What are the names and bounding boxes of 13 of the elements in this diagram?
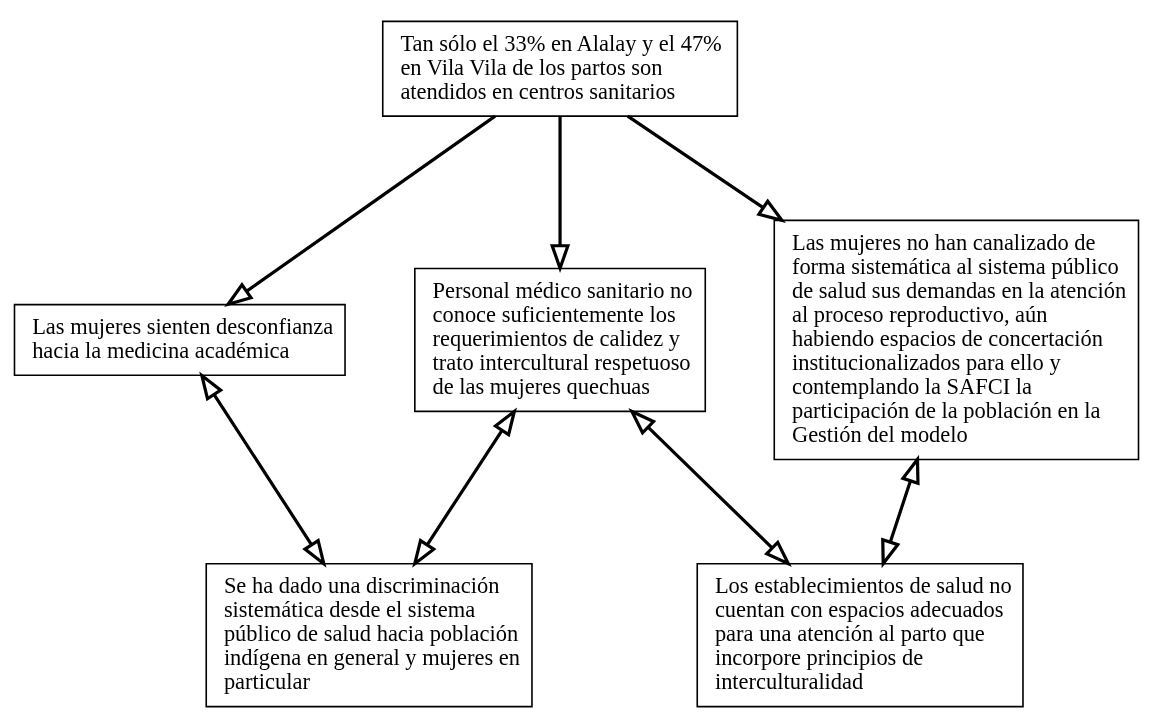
node-box: Las mujeres sienten desconfianza hacia la medicina académica	[13, 303, 346, 376]
arrow	[412, 406, 517, 568]
arrow	[199, 371, 327, 568]
arrow	[549, 115, 571, 273]
node-box: Se ha dado una discriminación sistemática desde el sistema público de salud hacia población indígena en general y mujeres en particular	[205, 562, 533, 707]
arrow	[628, 407, 792, 567]
node-box: Tan sólo el 33% en Alalay y el 47% en Vila Vila de los partos son atendidos en centros sanitarios	[381, 20, 739, 117]
node-box: Las mujeres no han canalizado de forma sistemática al sistema público de salud sus demandas en la atención al proceso reproductivo, aún habiendo espacios de concertación institucionalizados para ello y contemplando la SAFCI la participación de la población en la Gestión del modelo	[773, 219, 1140, 460]
arrow	[626, 114, 786, 223]
node-box: Los establecimientos de salud no cuentan con espacios adecuados para una atención al parto que incorpore principios de interculturalidad	[696, 562, 1024, 707]
arrow	[881, 454, 920, 568]
arrow	[224, 114, 497, 307]
node-box: Personal médico sanitario no conoce suficientemente los requerimientos de calidez y trato intercultural respetuoso de las mujeres quechuas	[414, 267, 707, 412]
